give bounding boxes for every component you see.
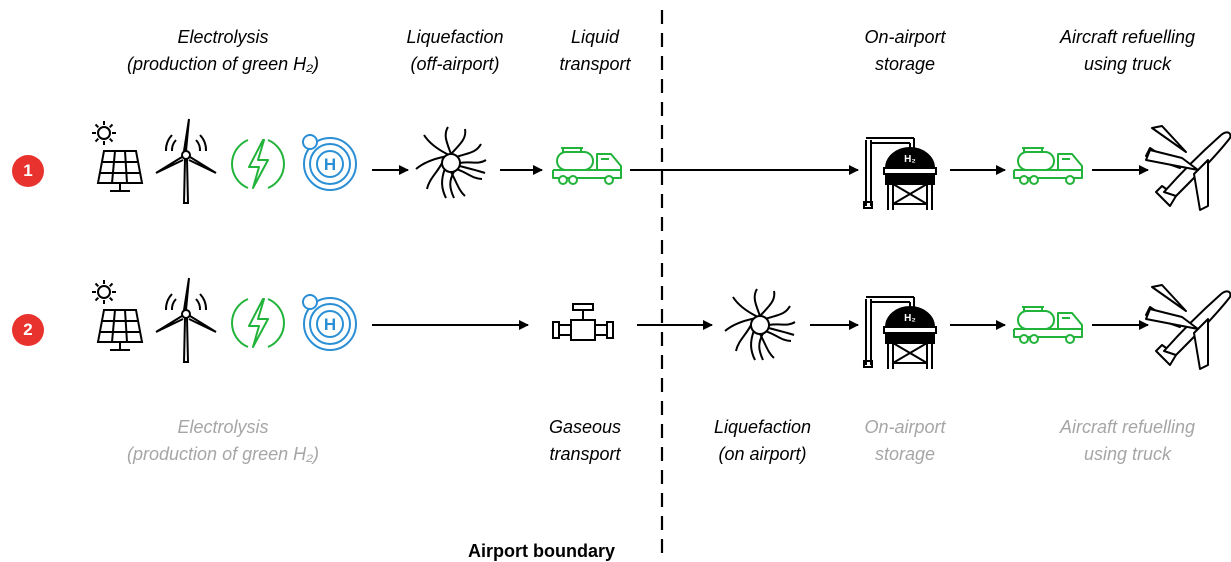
- liquefaction-wheel-icon: [724, 288, 796, 361]
- storage-tank-icon: [863, 296, 937, 370]
- label-electrolysis-top: Electrolysis(production of green H₂): [127, 27, 319, 74]
- liquefaction-wheel-icon: [415, 126, 487, 199]
- label-electrolysis-bottom: Electrolysis(production of green H₂): [127, 417, 319, 464]
- lightning-icon: [231, 139, 285, 189]
- airplane-icon: [1145, 284, 1231, 370]
- label-liquefaction-off-airport: Liquefaction(off-airport): [406, 27, 504, 74]
- hydrogen-icon: [302, 294, 357, 351]
- wind-turbine-icon: [155, 118, 217, 204]
- wind-turbine-icon: [155, 277, 217, 363]
- solar-panel-icon: [91, 279, 143, 351]
- pathway-2-badge: 2: [12, 314, 44, 346]
- lightning-icon: [231, 298, 285, 348]
- gas-valve-icon: [552, 303, 614, 341]
- storage-tank-icon: [863, 137, 937, 211]
- airplane-icon: [1145, 125, 1231, 211]
- refuel-truck-icon: [1013, 306, 1083, 344]
- hydrogen-icon: [302, 134, 357, 191]
- airport-boundary-label: Airport boundary: [468, 541, 615, 561]
- label-liquefaction-on-airport: Liquefaction(on airport): [713, 417, 812, 464]
- refuel-truck-icon: [1013, 147, 1083, 185]
- pathway-1-badge: 1: [12, 155, 44, 187]
- solar-panel-icon: [91, 120, 143, 192]
- liquid-truck-icon: [552, 147, 622, 185]
